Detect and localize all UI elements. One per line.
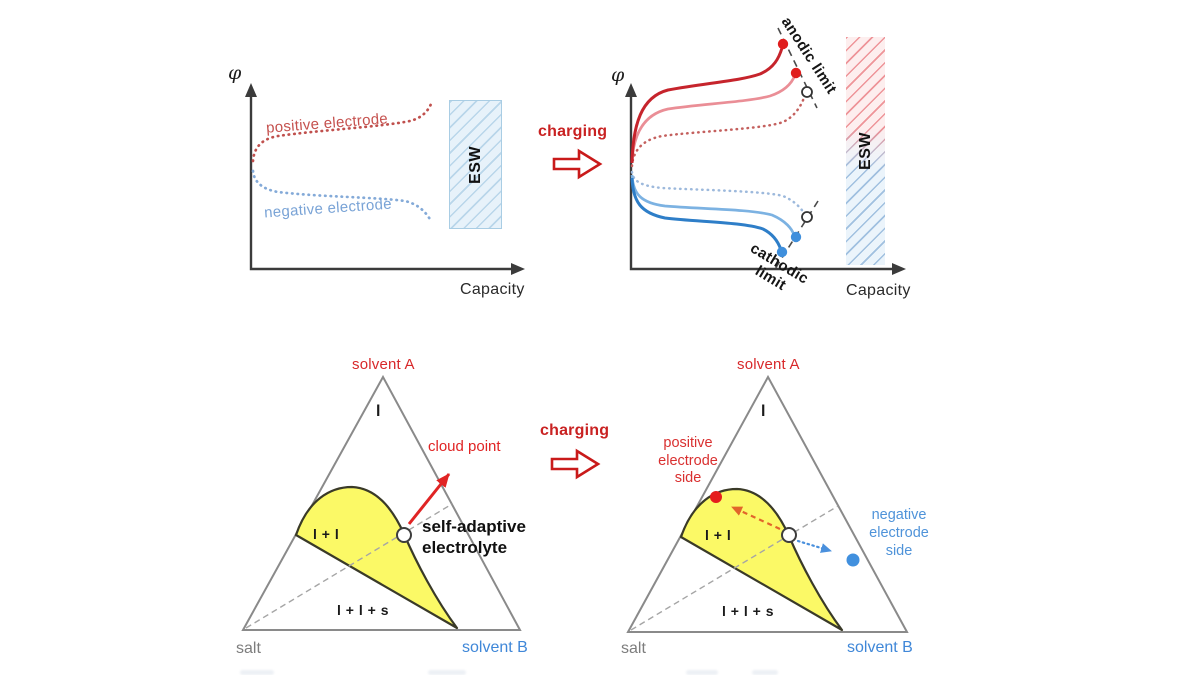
positive-dotted-curve	[630, 93, 807, 168]
ternary-charged	[626, 374, 909, 633]
cropped-caption-remnant	[428, 670, 466, 675]
negative-low-curve	[630, 177, 783, 251]
salt-label: salt	[621, 640, 646, 657]
miscibility-gap-region	[294, 485, 459, 630]
x-axis-arrow-icon	[511, 263, 525, 275]
esw-cathodic-hatch	[846, 37, 885, 265]
solvent-a-label: solvent A	[737, 356, 800, 373]
solvent-b-label: solvent B	[462, 639, 528, 656]
anodic-open-point	[801, 86, 813, 98]
ocv-plot	[245, 83, 525, 275]
x-axis-arrow-icon	[892, 263, 906, 275]
solvent-b-label: solvent B	[847, 639, 913, 656]
anodic-point-1	[777, 38, 789, 50]
cathodic-point-2	[790, 231, 802, 243]
anodic-point-2	[790, 67, 802, 79]
charging-label: charging	[538, 123, 608, 140]
negative-shift-arrow	[796, 539, 833, 553]
y-axis-label: φ	[228, 62, 242, 84]
region-ll-label: l + l	[313, 526, 340, 542]
region-liquid-label: l	[376, 403, 381, 420]
region-lls-label: l + l + s	[722, 603, 774, 619]
negative-dotted-curve	[630, 170, 807, 217]
esw-box-initial: ESW	[449, 100, 502, 229]
positive-high-curve	[630, 47, 784, 164]
charging-arrow-icon	[550, 448, 601, 480]
cathodic-open-point	[801, 211, 813, 223]
cathodic-point-1	[776, 246, 788, 258]
axes	[249, 92, 516, 271]
negative-mid-curve	[630, 174, 796, 236]
axes	[629, 92, 897, 271]
y-axis-label: φ	[611, 64, 625, 86]
charged-plot	[625, 27, 906, 275]
x-axis-label: Capacity	[846, 282, 911, 299]
positive-electrode-side-label: positive electrode side	[658, 435, 718, 486]
esw-box-charged: ESW	[846, 37, 885, 265]
region-lls-label: l + l + s	[337, 602, 389, 618]
positive-electrode-point	[710, 491, 722, 503]
negative-electrode-curve	[251, 169, 433, 223]
self-adaptive-electrolyte-label: self-adaptive electrolyte	[422, 517, 526, 557]
cropped-caption-remnant	[686, 670, 718, 675]
salt-label: salt	[236, 640, 261, 657]
charging-arrow-icon	[552, 148, 603, 180]
charging-label: charging	[540, 422, 610, 439]
y-axis-arrow-icon	[625, 83, 637, 97]
cloud-point-arrow	[407, 473, 451, 525]
miscibility-gap-region	[679, 487, 844, 632]
electrolyte-composition-point	[396, 527, 412, 543]
negative-electrode-side-label: negative electrode side	[869, 507, 929, 559]
positive-electrode-curve	[251, 102, 433, 163]
y-axis-arrow-icon	[245, 83, 257, 97]
cloud-point-label: cloud point	[428, 438, 501, 455]
x-axis-label: Capacity	[460, 281, 525, 298]
solvent-a-label: solvent A	[352, 356, 415, 373]
electrolyte-composition-point	[781, 527, 797, 543]
negative-electrode-point	[846, 553, 860, 567]
positive-mid-curve	[630, 74, 797, 164]
region-liquid-label: l	[761, 403, 766, 420]
cropped-caption-remnant	[752, 670, 778, 675]
cropped-caption-remnant	[240, 670, 274, 675]
region-ll-label: l + l	[705, 527, 732, 543]
ternary-initial	[241, 374, 522, 631]
tie-line	[630, 505, 839, 631]
tie-line	[245, 503, 453, 629]
